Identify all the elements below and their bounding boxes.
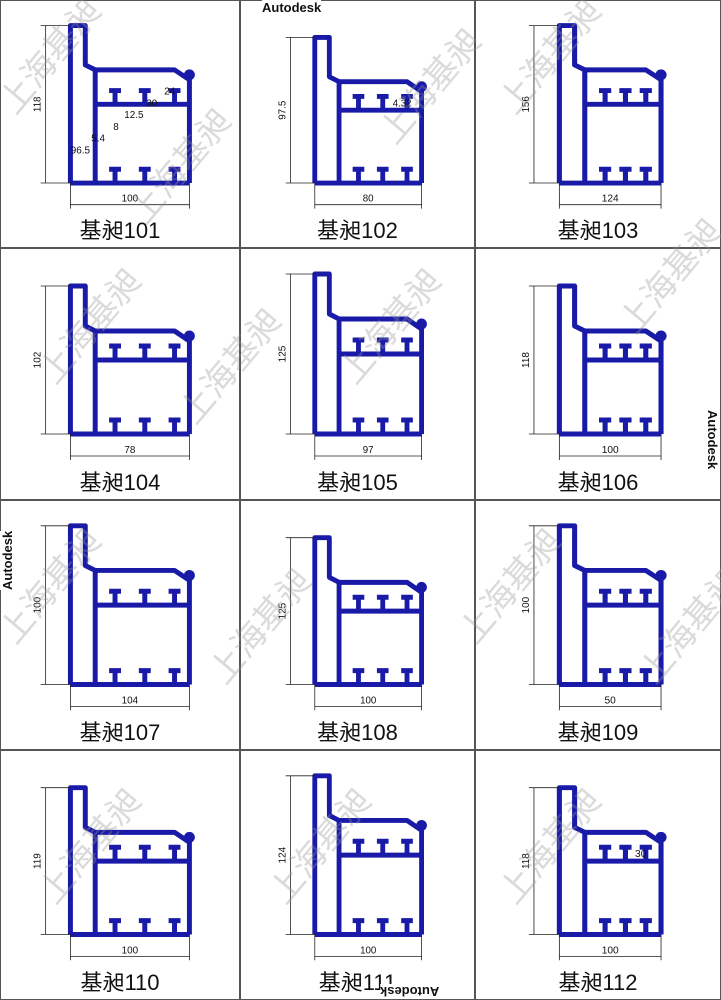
- dimension-lines: [528, 787, 662, 961]
- dimension-height: 125: [278, 602, 289, 619]
- profile-cell: 125 100 基昶108: [240, 500, 475, 750]
- profile-outline: [556, 785, 667, 937]
- profile-drawing: 124 100: [278, 773, 427, 961]
- dimension-lines: [285, 775, 422, 961]
- profile-outline: [312, 34, 427, 186]
- dimension-lines: [285, 273, 422, 460]
- dimension-height: 124: [278, 846, 289, 863]
- dimension-height: 118: [521, 352, 532, 368]
- dimension-height: 100: [521, 596, 532, 613]
- profile-cell: 102 78 基昶104: [0, 248, 240, 500]
- dimension-detail: 30: [635, 849, 647, 860]
- profile-caption: 基昶104: [79, 470, 161, 495]
- profile-outline: [556, 283, 667, 437]
- autodesk-label-bottom: Autodesk: [380, 984, 440, 999]
- dimension-lines: [285, 537, 422, 711]
- dimension-height: 119: [33, 853, 44, 869]
- dimension-height: 97.5: [278, 100, 289, 120]
- profile-cell: 100 104 基昶107: [0, 500, 240, 750]
- profile-outline: [67, 283, 195, 437]
- profile-drawing: 156 124: [521, 23, 667, 209]
- dimension-width: 97: [363, 445, 374, 456]
- profile-cell: 156 124 基昶103: [475, 0, 721, 248]
- dimension-detail: 8: [113, 122, 119, 133]
- profile-cell: 118 100 基昶106: [475, 248, 721, 500]
- dimension-height: 102: [33, 351, 44, 368]
- dimension-lines: [40, 787, 190, 961]
- dimension-width: 100: [602, 945, 619, 956]
- dimension-width: 100: [122, 194, 139, 205]
- profile-drawing: 125 100: [278, 535, 427, 711]
- dimension-height: 118: [33, 96, 44, 112]
- profile-cell: 118 100 30 基昶112: [475, 750, 721, 1000]
- dimension-height: 100: [33, 596, 44, 613]
- profile-outline: [556, 523, 667, 687]
- profile-cell: 100 50 基昶109: [475, 500, 721, 750]
- dimension-lines: [528, 25, 662, 209]
- profile-caption: 基昶105: [317, 470, 398, 495]
- dimension-width: 100: [360, 695, 377, 706]
- profile-caption: 基昶112: [558, 970, 638, 995]
- profile-outline: [67, 23, 195, 186]
- profile-outline: [67, 523, 195, 687]
- dimension-height: 118: [521, 853, 532, 869]
- dimension-detail: 5.4: [91, 134, 105, 145]
- dimension-detail: 4.32: [393, 98, 412, 109]
- dimension-height: 125: [278, 345, 289, 362]
- dimension-width: 100: [122, 945, 139, 956]
- dimension-lines: [40, 25, 190, 209]
- dimension-width: 80: [363, 194, 374, 205]
- profile-outline: [312, 773, 427, 937]
- profile-cell: 97.5 80 4.32 基昶102: [240, 0, 475, 248]
- dimension-detail: 12.5: [124, 110, 144, 121]
- dimension-width: 100: [360, 945, 377, 956]
- profile-cell: 119 100 基昶110: [0, 750, 240, 1000]
- profile-drawing: 125 97: [278, 271, 427, 460]
- dimension-detail: 96.5: [71, 146, 91, 157]
- profile-outline: [312, 535, 427, 687]
- dimension-width: 100: [602, 445, 619, 456]
- profile-outline: [556, 23, 667, 186]
- profile-outline: [312, 271, 427, 437]
- autodesk-label-top: Autodesk: [262, 0, 322, 15]
- profile-drawing: 97.5 80 4.32: [278, 34, 427, 209]
- profile-drawing: 118 100: [521, 283, 667, 460]
- profile-caption: 基昶110: [80, 970, 160, 995]
- dimension-width: 78: [124, 445, 135, 456]
- dimension-detail: 24: [164, 87, 176, 98]
- dimension-width: 50: [605, 695, 617, 706]
- profile-caption: 基昶103: [557, 218, 639, 243]
- profile-drawing: 119 100: [33, 785, 195, 961]
- dimension-height: 156: [521, 96, 532, 113]
- dimension-detail: 30: [146, 98, 158, 109]
- dimension-lines: [285, 37, 422, 209]
- profile-outline: [67, 785, 195, 937]
- profile-caption: 基昶102: [317, 218, 398, 243]
- dimension-lines: [40, 285, 190, 460]
- dimension-width: 104: [122, 695, 139, 706]
- profile-drawing: 118 100 30: [521, 785, 667, 961]
- profile-drawing: 102 78: [33, 283, 195, 460]
- profile-drawing: 100 104: [33, 523, 195, 711]
- dimension-width: 124: [602, 194, 619, 205]
- profile-drawing: 100 50: [521, 523, 667, 711]
- profile-caption: 基昶106: [557, 470, 639, 495]
- dimension-lines: [528, 525, 662, 711]
- dimension-lines: [40, 525, 190, 711]
- dimension-lines: [528, 285, 662, 460]
- profile-caption: 基昶101: [79, 218, 161, 243]
- profile-cell: 125 97 基昶105: [240, 248, 475, 500]
- autodesk-label-right: Autodesk: [705, 410, 720, 470]
- profile-caption: 基昶109: [557, 720, 639, 745]
- profile-caption: 基昶108: [317, 720, 398, 745]
- autodesk-label-left: Autodesk: [0, 530, 15, 590]
- profile-caption: 基昶107: [79, 720, 161, 745]
